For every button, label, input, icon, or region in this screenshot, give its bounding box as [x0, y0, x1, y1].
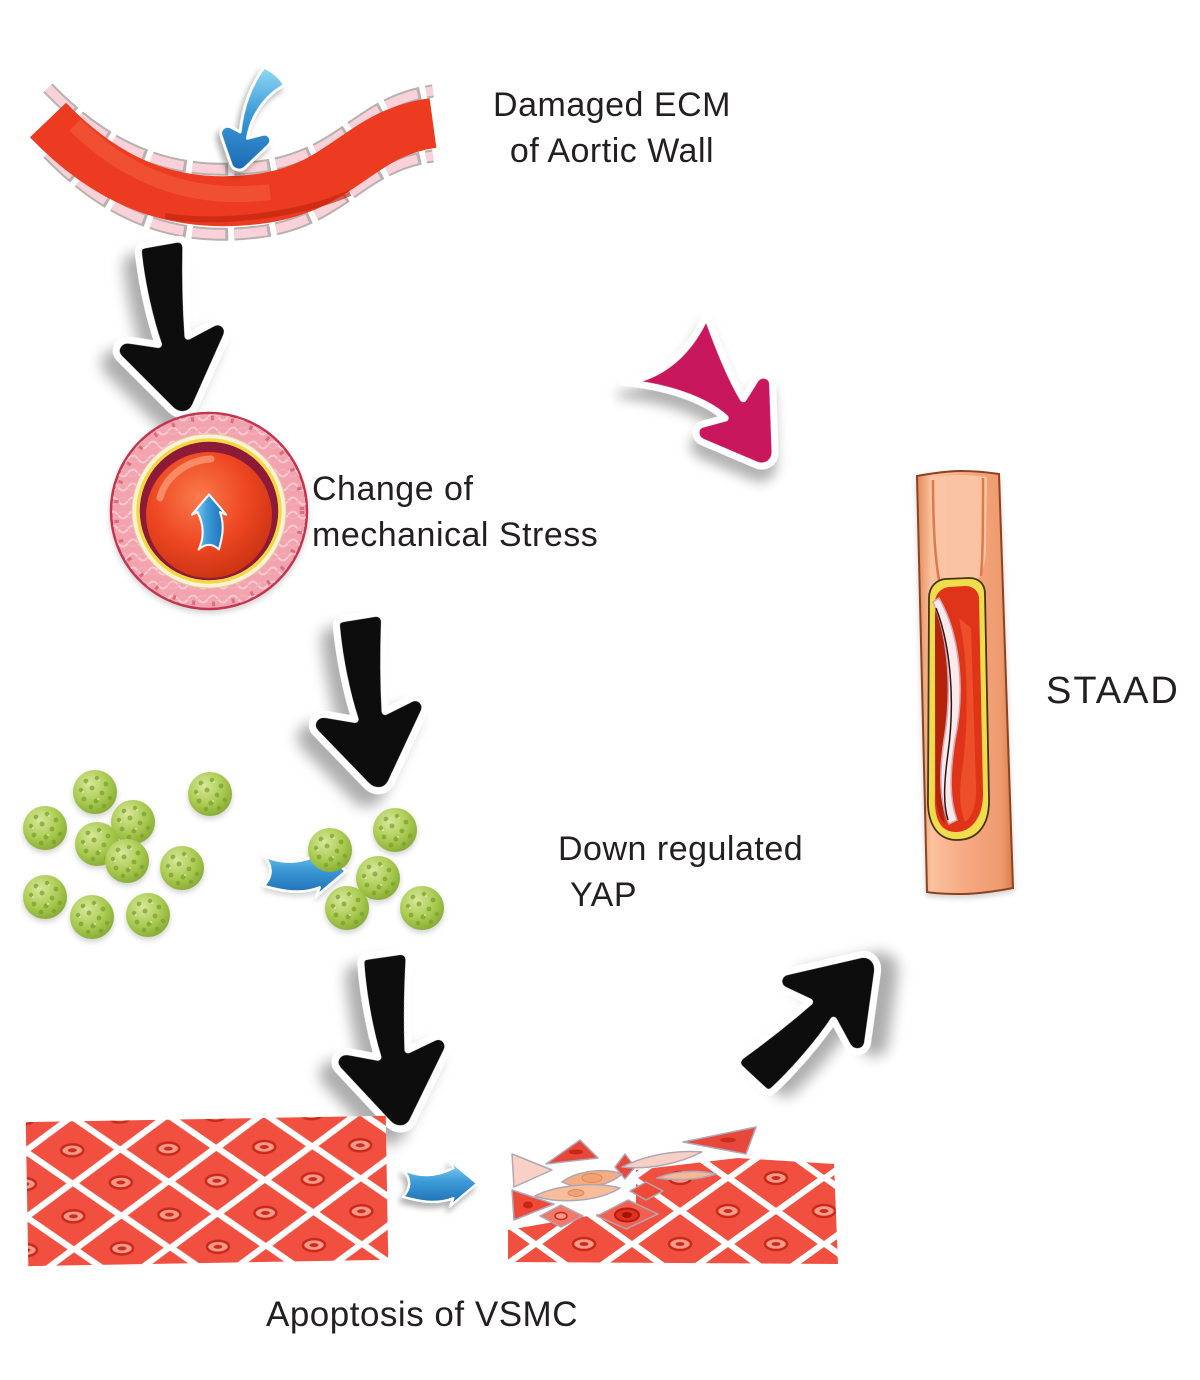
- black-up-right-arrow-wrap: [722, 918, 912, 1118]
- damaged-ecm-label: Damaged ECM of Aortic Wall: [462, 82, 762, 174]
- vsmc-apoptotic-layer-illustration: [508, 1126, 838, 1264]
- black-down-arrow-1-icon: [83, 228, 258, 435]
- vsmc-intact-layer-illustration: [25, 1115, 389, 1267]
- black-up-right-arrow-icon: [699, 900, 936, 1137]
- yap-molecules-scene: [23, 770, 444, 939]
- aorta-cross-section-illustration: [109, 411, 309, 611]
- mech-stress-label-line2: mechanical Stress: [312, 516, 599, 554]
- damaged-ecm-band-illustration: [29, 83, 438, 241]
- damaged-ecm-label-line1: Damaged ECM: [493, 86, 731, 124]
- apoptotic-fragments: [511, 1126, 757, 1230]
- staad-vessel-illustration: [915, 469, 1015, 896]
- apoptosis-label: Apoptosis of VSMC: [266, 1292, 578, 1338]
- mech-stress-label: Change of mechanical Stress: [312, 466, 598, 558]
- down-yap-label-line2: YAP: [570, 876, 638, 914]
- damaged-ecm-label-line2: of Aortic Wall: [509, 132, 715, 170]
- staad-label-text: STAAD: [1046, 670, 1180, 712]
- magenta-down-right-arrow-icon: [602, 290, 832, 528]
- mech-stress-label-line1: Change of: [312, 470, 474, 508]
- down-yap-label-line1: Down regulated: [558, 830, 804, 868]
- down-yap-label: Down regulated YAP: [558, 826, 803, 918]
- blue-right-arrow-vsmc-icon: [401, 1159, 479, 1208]
- staad-label: STAAD: [1046, 668, 1180, 714]
- yap-cluster-before: [23, 770, 232, 939]
- blue-curved-down-arrow-icon: [216, 63, 287, 175]
- yap-cluster-after: [308, 808, 444, 930]
- apoptosis-label-text: Apoptosis of VSMC: [266, 1295, 578, 1334]
